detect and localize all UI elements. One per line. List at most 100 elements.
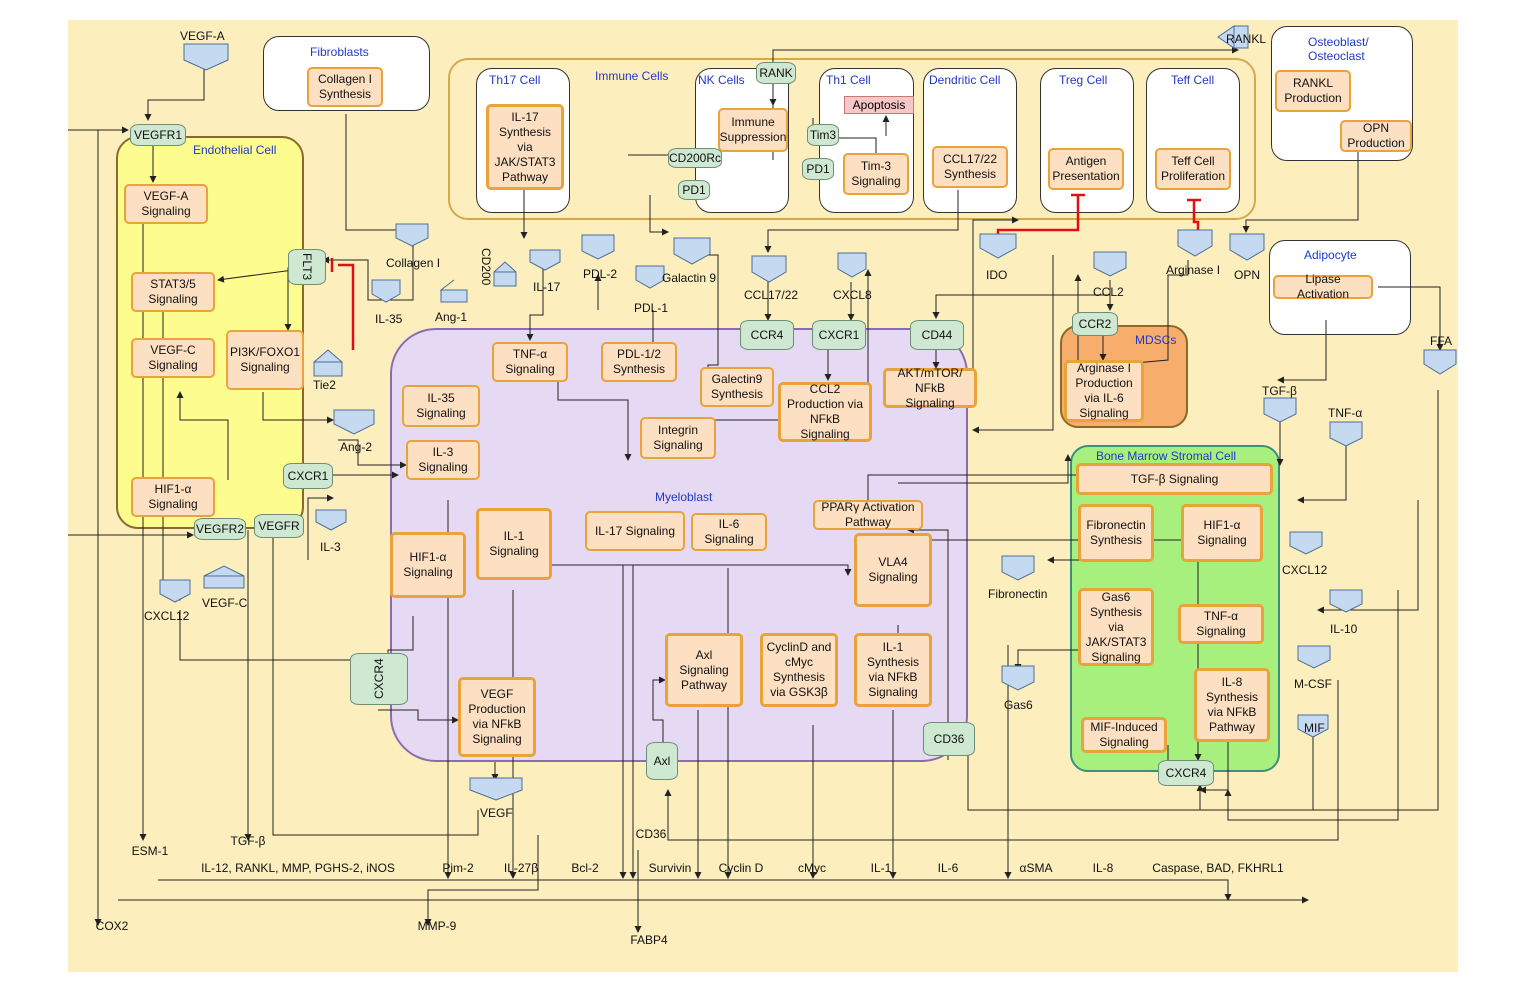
ccr4-receptor: CCR4 <box>740 320 794 350</box>
arginase-production-box: Arginase I Production via IL-6 Signaling <box>1064 360 1144 422</box>
tim3-signaling-box: Tim-3 Signaling <box>843 153 909 195</box>
il35-label: IL-35 <box>375 312 403 326</box>
vegfc-label: VEGF-C <box>202 596 248 610</box>
product-il1: IL-1 <box>854 860 908 876</box>
vegf-label: VEGF <box>480 806 513 820</box>
ang2-label: Ang-2 <box>340 440 373 454</box>
immune-suppression-box: Immune Suppression <box>718 108 788 152</box>
il10-label: IL-10 <box>1330 622 1358 636</box>
product-fabp4: FABP4 <box>620 932 678 948</box>
product-survivin: Survivin <box>638 860 702 876</box>
vegfr1-receptor: VEGFR1 <box>130 124 186 146</box>
product-mmp9: MMP-9 <box>403 918 471 934</box>
collagen-label: Collagen I <box>386 256 441 270</box>
il17-ligand-icon <box>529 249 561 271</box>
galectin9-label: Galactin 9 <box>662 271 717 285</box>
fibroblasts-title: Fibroblasts <box>310 45 369 59</box>
inhibit-arginase-teff <box>1192 200 1200 230</box>
arginase-ligand-icon <box>1177 229 1213 257</box>
nk-title: NK Cells <box>698 73 745 87</box>
line-cd36-ppar <box>907 526 949 760</box>
tie2-ligand-icon <box>313 349 343 377</box>
hif1a-myeloblast-box: HIF1-α Signaling <box>390 532 466 598</box>
line-pi3k-ang2 <box>262 392 334 424</box>
line-vegf-vegfr <box>269 529 479 836</box>
il17-label: IL-17 <box>533 280 561 294</box>
line-cxcr1-bm <box>898 454 1072 484</box>
gas6-ligand-icon <box>1001 665 1035 691</box>
ido-label: IDO <box>986 268 1008 282</box>
product-cmyc: cMyc <box>786 860 838 876</box>
product-caspase-group: Caspase, BAD, FKHRL1 <box>1138 860 1298 876</box>
galectin9-synthesis-box: Galectin9 Synthesis <box>700 367 774 407</box>
cxcl8-label: CXCL8 <box>833 288 872 302</box>
il1-signaling-box: IL-1 Signaling <box>476 508 552 580</box>
ccl2-ligand-icon <box>1093 251 1127 277</box>
ffa-ligand-icon <box>1423 349 1457 375</box>
il3-signaling-box: IL-3 Signaling <box>406 440 480 480</box>
cxcl8-ligand-icon <box>837 252 867 278</box>
bmsc-title: Bone Marrow Stromal Cell <box>1096 449 1237 463</box>
cd200-label: CD200 <box>479 248 493 286</box>
cxcl12-bmsc-ligand-icon <box>1289 531 1323 555</box>
collagen-ligand-icon <box>395 223 429 247</box>
diagram-canvas: Fibroblasts Immune Cells Th17 Cell NK Ce… <box>68 20 1458 972</box>
product-cyclind: Cyclin D <box>710 860 772 876</box>
vegf-production-box: VEGF Production via NFkB Signaling <box>458 677 536 757</box>
cxcr1b-receptor: CXCR1 <box>812 320 866 350</box>
vegfc-ligand-icon <box>203 565 245 589</box>
product-asma: αSMA <box>1004 860 1068 876</box>
rankl-ligand-icon <box>1217 25 1249 49</box>
line-collagen-flt3 <box>322 242 414 301</box>
line-hif1a-vegfc <box>176 391 229 480</box>
product-il8: IL-8 <box>1074 860 1132 876</box>
ccl1722-synthesis-box: CCL17/22 Synthesis <box>932 146 1008 188</box>
tgfb-signaling-box: TGF-β Signaling <box>1076 463 1273 495</box>
integrin-signaling-box: Integrin Signaling <box>640 417 716 459</box>
cxcl12-ligand-icon <box>159 579 191 603</box>
line-il3-cxcr1 <box>307 494 334 560</box>
ang1-ligand-icon <box>439 279 468 303</box>
pdl12-synthesis-box: PDL-1/2 Synthesis <box>601 342 677 382</box>
teff-title: Teff Cell <box>1171 73 1215 87</box>
product-il6: IL-6 <box>918 860 978 876</box>
cd44-receptor: CD44 <box>910 320 964 350</box>
pdl1-ligand-icon <box>635 265 665 289</box>
flt3-receptor: FLT3 <box>288 249 326 285</box>
axl-receptor: Axl <box>646 742 678 780</box>
mcsf-ligand-icon <box>1297 645 1331 669</box>
hif1a-endothelial-box: HIF1-α Signaling <box>131 477 215 517</box>
dendritic-title: Dendritic Cell <box>929 73 1001 87</box>
fibronectin-label: Fibronectin <box>988 587 1048 601</box>
gas6-synthesis-box: Gas6 Synthesis via JAK/STAT3 Signaling <box>1078 588 1154 666</box>
ang1-label: Ang-1 <box>435 310 468 324</box>
rank-receptor: RANK <box>756 62 796 84</box>
mdscs-title: MDSCs <box>1135 333 1177 347</box>
tnfa-label: TNF-α <box>1328 406 1363 420</box>
vegfa-ligand-icon <box>183 43 229 71</box>
gas6-label: Gas6 <box>1004 698 1033 712</box>
axl-signaling-box: Axl Signaling Pathway <box>665 633 743 707</box>
line-tgf-ppar <box>864 474 1133 511</box>
cxcl12-label: CXCL12 <box>144 609 190 623</box>
pdl1-label: PDL-1 <box>634 301 669 315</box>
line-collagen-synth <box>345 114 409 234</box>
line-vegfa-vegfr1 <box>144 68 205 121</box>
line-tnfa-bmsc <box>1297 445 1347 504</box>
pd1-th1-receptor: PD1 <box>802 158 834 180</box>
immune-cells-region: Immune Cells <box>448 58 1256 220</box>
antigen-presentation-box: Antigen Presentation <box>1048 148 1124 190</box>
th1-title: Th1 Cell <box>826 73 871 87</box>
opn-ligand-icon <box>1229 233 1265 261</box>
il35-signaling-box: IL-35 Signaling <box>402 385 480 427</box>
pdl2-label: PDL-2 <box>583 267 618 281</box>
pi3k-foxo1-signaling-box: PI3K/FOXO1 Signaling <box>226 330 304 390</box>
tnfa-ligand-icon <box>1329 421 1363 447</box>
teff-proliferation-box: Teff Cell Proliferation <box>1155 148 1231 190</box>
opn-label: OPN <box>1234 268 1261 282</box>
line-il10-right <box>1224 590 1399 821</box>
cxcr1-receptor: CXCR1 <box>283 463 333 489</box>
line-axl-path <box>652 676 666 760</box>
ppar-activation-box: PPARγ Activation Pathway <box>813 500 923 530</box>
line-bottom-caspase <box>158 879 1232 901</box>
